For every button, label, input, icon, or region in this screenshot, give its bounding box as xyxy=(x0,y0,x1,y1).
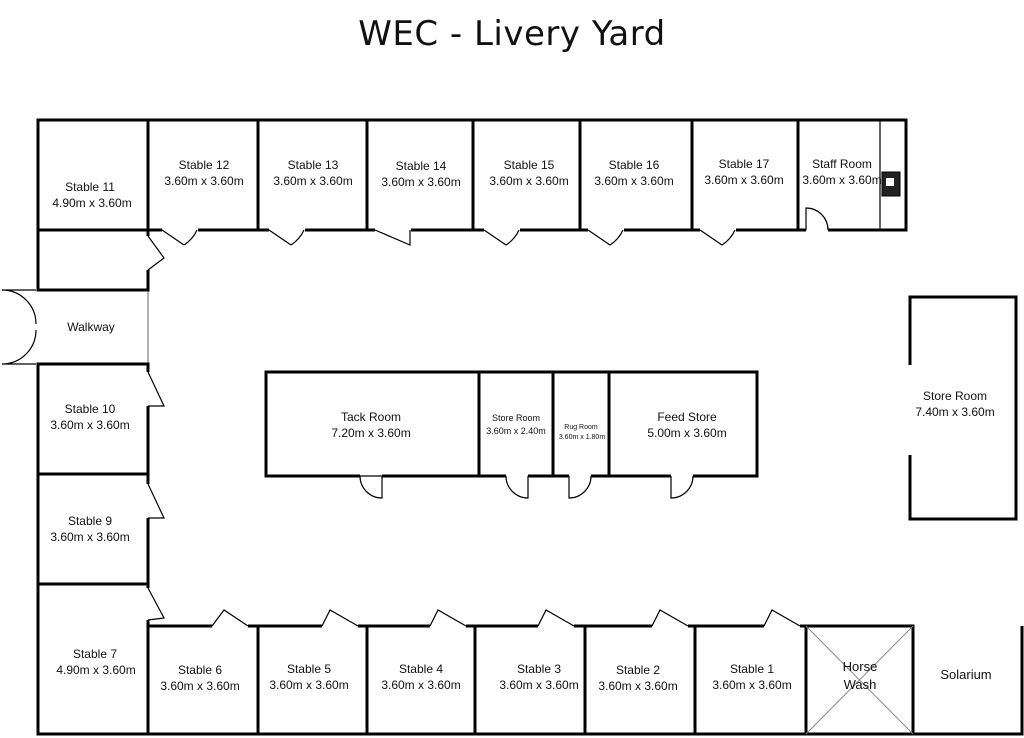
rug-room-size: 3.60m x 1.80m xyxy=(559,434,605,441)
stable-15-size: 3.60m x 3.60m xyxy=(489,174,568,188)
stable-6-name: Stable 6 xyxy=(178,663,222,677)
stable-11-size: 4.90m x 3.60m xyxy=(52,196,131,210)
rug-room-name: Rug Room xyxy=(564,424,598,431)
tack-room-size: 7.20m x 3.60m xyxy=(331,426,410,440)
tack-room-name: Tack Room xyxy=(341,410,401,424)
store-room-large-name: Store Room xyxy=(923,389,987,403)
stable-3-name: Stable 3 xyxy=(517,662,561,676)
stable-4-name: Stable 4 xyxy=(399,662,443,676)
stable-14-name: Stable 14 xyxy=(396,159,447,173)
store-room-small-name: Store Room xyxy=(492,413,540,423)
stable-16-name: Stable 16 xyxy=(609,158,660,172)
stable-12-size: 3.60m x 3.60m xyxy=(164,174,243,188)
feed-store-name: Feed Store xyxy=(657,410,717,424)
stable-5-size: 3.60m x 3.60m xyxy=(269,678,348,692)
stable-4-size: 3.60m x 3.60m xyxy=(381,678,460,692)
stable-1-name: Stable 1 xyxy=(730,662,774,676)
stable-10-name: Stable 10 xyxy=(65,402,116,416)
stable-9-name: Stable 9 xyxy=(68,514,112,528)
stable-14-size: 3.60m x 3.60m xyxy=(381,175,460,189)
stable-17-size: 3.60m x 3.60m xyxy=(704,173,783,187)
plan-title: WEC - Livery Yard xyxy=(358,14,666,54)
stable-9-size: 3.60m x 3.60m xyxy=(50,530,129,544)
stable-7-size: 4.90m x 3.60m xyxy=(56,663,135,677)
solarium-label: Solarium xyxy=(940,667,991,682)
stable-5-name: Stable 5 xyxy=(287,662,331,676)
store-room-large-size: 7.40m x 3.60m xyxy=(915,405,994,419)
horse-wash-label-line1: Horse xyxy=(843,659,878,674)
stable-9-outline xyxy=(36,472,150,586)
stable-3-size: 3.60m x 3.60m xyxy=(499,678,578,692)
stable-15-name: Stable 15 xyxy=(504,158,555,172)
stable-16-size: 3.60m x 3.60m xyxy=(594,174,673,188)
center-block-outline xyxy=(264,370,759,478)
stable-2-size: 3.60m x 3.60m xyxy=(598,679,677,693)
stable-12-name: Stable 12 xyxy=(179,158,230,172)
feed-store-size: 5.00m x 3.60m xyxy=(647,426,726,440)
staff-room-name: Staff Room xyxy=(812,157,872,171)
walkway-label: Walkway xyxy=(67,320,115,334)
stable-7-name: Stable 7 xyxy=(73,647,117,661)
staff-room-size: 3.60m x 3.60m xyxy=(802,173,881,187)
stable-13-size: 3.60m x 3.60m xyxy=(273,174,352,188)
stable-10-size: 3.60m x 3.60m xyxy=(50,418,129,432)
stable-6-size: 3.60m x 3.60m xyxy=(160,679,239,693)
store-room-small-size: 3.60m x 2.40m xyxy=(486,426,546,436)
stable-11-name: Stable 11 xyxy=(65,180,115,194)
stable-2-name: Stable 2 xyxy=(616,663,660,677)
horse-wash-label-line2: Wash xyxy=(844,677,877,692)
stable-1-size: 3.60m x 3.60m xyxy=(712,678,791,692)
stable-13-name: Stable 13 xyxy=(288,158,339,172)
stable-17-name: Stable 17 xyxy=(719,157,770,171)
